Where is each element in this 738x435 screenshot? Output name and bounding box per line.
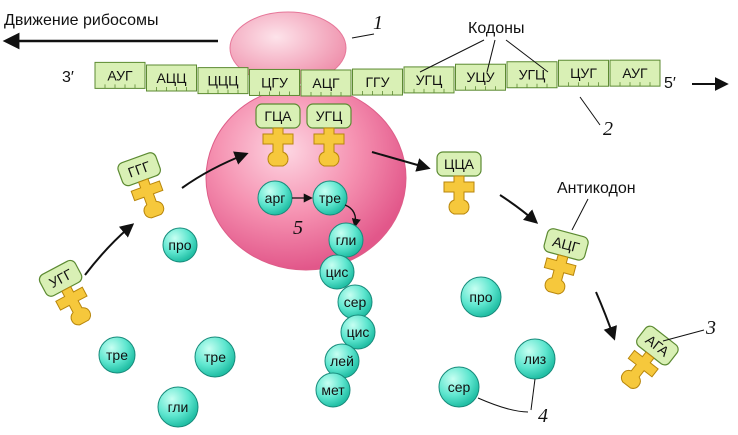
mrna-codon-label: ЦЦЦ bbox=[207, 73, 239, 89]
chain-amino-acid bbox=[340, 314, 376, 350]
chain-amino-acid-label: гли bbox=[336, 232, 357, 248]
mrna-codon-label: ЦУГ bbox=[570, 65, 597, 81]
trna-acg: АЦГ bbox=[538, 228, 589, 298]
mrna-codon bbox=[609, 59, 661, 87]
amino-acid-label: тре bbox=[319, 190, 341, 206]
trna-aga: АГА bbox=[614, 325, 679, 395]
free-amino-acids: про тре гли лиз сер bbox=[157, 276, 556, 428]
mrna-codon bbox=[197, 67, 249, 95]
amino-acid-tre bbox=[312, 180, 348, 216]
mrna-codon bbox=[94, 61, 146, 89]
trna-a-site: УГЦ bbox=[306, 103, 352, 167]
mrna-codon-label: АЦГ bbox=[312, 75, 340, 91]
mrna-3-end: 3′ bbox=[62, 69, 74, 86]
mrna-codon bbox=[146, 64, 197, 92]
mrna-5-end: 5′ bbox=[664, 75, 676, 92]
ribosome-direction: Движение рибосомы bbox=[2, 12, 218, 50]
codon-pointer-lines bbox=[419, 39, 549, 73]
label-5: 5 bbox=[293, 217, 303, 239]
mrna-codon-label: УГЦ bbox=[519, 67, 546, 83]
label-2-line bbox=[579, 96, 601, 126]
diagram-title: Движение рибосомы bbox=[4, 12, 158, 29]
chain-amino-acid-label: цис bbox=[347, 324, 370, 340]
trna-ggg: ГГГ про bbox=[117, 152, 198, 263]
chain-amino-acid-label: лей bbox=[330, 353, 354, 369]
trna-ugg: УГГ тре bbox=[38, 259, 136, 374]
amino-acid-label: гли bbox=[168, 399, 189, 415]
codons-label: Кодоны bbox=[468, 20, 524, 37]
chain-amino-acid-label: мет bbox=[321, 382, 345, 398]
flow-arrow bbox=[84, 223, 135, 276]
flow-arrow bbox=[595, 291, 617, 341]
label-4: 4 bbox=[538, 405, 548, 427]
chain-link-arrow bbox=[344, 204, 361, 228]
trna-cca: ЦЦА bbox=[436, 151, 482, 215]
anticodon-pointer bbox=[571, 198, 589, 231]
mrna-codon-label: УГЦ bbox=[416, 72, 443, 88]
chain-amino-acid bbox=[319, 254, 355, 290]
mrna-codon-label: ГГУ bbox=[365, 74, 389, 90]
label-4-lines bbox=[477, 378, 536, 413]
mrna-codon bbox=[249, 68, 300, 96]
anticodon-text: УГЦ bbox=[316, 108, 343, 124]
label-1: 1 bbox=[373, 12, 383, 34]
mrna-codon bbox=[455, 63, 506, 91]
mrna-codon bbox=[403, 66, 455, 94]
label-2: 2 bbox=[603, 118, 613, 140]
mrna-codon bbox=[300, 69, 352, 97]
chain-amino-acid-label: сер bbox=[344, 294, 367, 310]
polypeptide-chain: гли цис сер цис лей мет bbox=[315, 222, 376, 408]
trna-p-site: ГЦА bbox=[255, 103, 301, 167]
amino-acid-label: тре bbox=[204, 349, 226, 365]
flow-arrow bbox=[181, 151, 249, 189]
mrna-strand: АУГ АЦЦ ЦЦЦ ЦГУ АЦГ ГГУ УГЦ УЦУ УГЦ ЦУГ АУГ bbox=[94, 59, 661, 97]
mrna-codon-label: АЦЦ bbox=[156, 70, 187, 86]
mrna-codon-label: ЦГУ bbox=[261, 74, 288, 90]
amino-acid-label: тре bbox=[106, 347, 128, 363]
anticodon-text: ГЦА bbox=[264, 108, 292, 124]
mrna-codon-label: АУГ bbox=[622, 65, 648, 81]
anticodon-label: Антикодон bbox=[557, 180, 636, 197]
amino-acid-tre bbox=[98, 336, 136, 374]
amino-acid-label: сер bbox=[448, 379, 471, 395]
amino-acid-label: про bbox=[469, 289, 492, 305]
mrna-codon-label: УЦУ bbox=[466, 69, 494, 85]
anticodon-text: ЦЦА bbox=[444, 156, 475, 172]
label-1-line bbox=[351, 33, 375, 39]
label-3-line bbox=[662, 329, 705, 342]
mrna-codon bbox=[558, 59, 609, 87]
label-3: 3 bbox=[705, 317, 716, 339]
mrna-codon bbox=[506, 61, 558, 89]
amino-acid-label: про bbox=[168, 237, 191, 253]
chain-amino-acid-label: цис bbox=[326, 264, 349, 280]
amino-acid-pro bbox=[162, 227, 198, 263]
anticodon-text: АЦГ bbox=[551, 233, 582, 256]
amino-acid-label: арг bbox=[265, 190, 286, 206]
flow-arrow bbox=[371, 151, 431, 172]
amino-acid-label: лиз bbox=[524, 351, 546, 367]
chain-amino-acid bbox=[315, 372, 351, 408]
ribosome-large-subunit bbox=[205, 85, 407, 271]
mrna-codon-label: АУГ bbox=[107, 67, 133, 83]
flow-arrow bbox=[499, 194, 539, 224]
mrna-codon bbox=[352, 68, 403, 96]
anticodon-text: ГГГ bbox=[126, 158, 153, 181]
